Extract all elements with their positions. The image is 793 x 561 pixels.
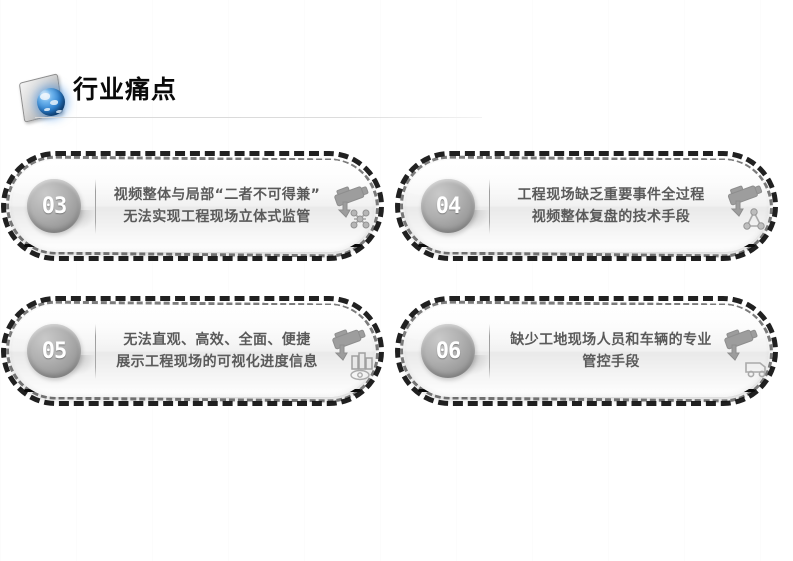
card-divider: [489, 324, 490, 379]
card-number-badge: 06: [421, 324, 475, 378]
card-text-line-2: 展示工程现场的可视化进度信息: [116, 354, 318, 370]
card-number: 03: [41, 193, 67, 219]
card-text-line-2: 无法实现工程现场立体式监管: [123, 209, 311, 225]
cctv-camera-buildings-icon: [326, 325, 378, 381]
card-text-line-1: 无法直观、高效、全面、便捷: [123, 332, 311, 349]
card-number-badge: 05: [27, 324, 81, 378]
card-text-line-2: 管控手段: [582, 354, 640, 370]
card-text-line-1: 视频整体与局部“二者不可得兼”: [113, 187, 321, 204]
card-text-line-1: 缺少工地现场人员和车辆的专业: [510, 332, 712, 349]
torn-dashed-border: [1, 151, 384, 261]
card-text-line-1: 工程现场缺乏重要事件全过程: [517, 187, 705, 204]
card-text: 缺少工地现场人员和车辆的专业 管控手段: [500, 325, 722, 379]
card-number-badge: 04: [421, 179, 475, 233]
card-divider: [95, 324, 96, 379]
page-title: 行业痛点: [73, 75, 178, 104]
card-number: 05: [41, 338, 67, 364]
card-number: 06: [435, 338, 461, 364]
cctv-camera-vehicle-icon: [720, 325, 772, 381]
cctv-camera-network-icon: [326, 180, 378, 236]
card-text: 无法直观、高效、全面、便捷 展示工程现场的可视化进度信息: [106, 325, 328, 379]
card-divider: [489, 179, 490, 234]
card-text: 工程现场缺乏重要事件全过程 视频整体复盘的技术手段: [500, 180, 722, 234]
card-number: 04: [435, 193, 461, 219]
card-divider: [95, 179, 96, 234]
pain-point-card[interactable]: 03 视频整体与局部“二者不可得兼” 无法实现工程现场立体式监管: [1, 151, 384, 261]
globe-plate-icon: [18, 73, 71, 123]
header-divider: [35, 117, 482, 118]
torn-dashed-border: [395, 296, 778, 406]
torn-dashed-border: [1, 296, 384, 406]
card-body: [404, 160, 769, 252]
card-text-line-2: 视频整体复盘的技术手段: [531, 209, 691, 225]
pain-point-card[interactable]: 06 缺少工地现场人员和车辆的专业 管控手段: [395, 296, 778, 406]
cctv-camera-share-icon: [720, 180, 772, 236]
section-header: 行业痛点: [14, 68, 484, 124]
pain-point-card[interactable]: 05 无法直观、高效、全面、便捷 展示工程现场的可视化进度信息: [1, 296, 384, 406]
globe-shape: [37, 88, 65, 116]
card-text: 视频整体与局部“二者不可得兼” 无法实现工程现场立体式监管: [106, 180, 328, 234]
pain-point-card[interactable]: 04 工程现场缺乏重要事件全过程 视频整体复盘的技术手段: [395, 151, 778, 261]
torn-dashed-border: [395, 151, 778, 261]
card-number-badge: 03: [27, 179, 81, 233]
